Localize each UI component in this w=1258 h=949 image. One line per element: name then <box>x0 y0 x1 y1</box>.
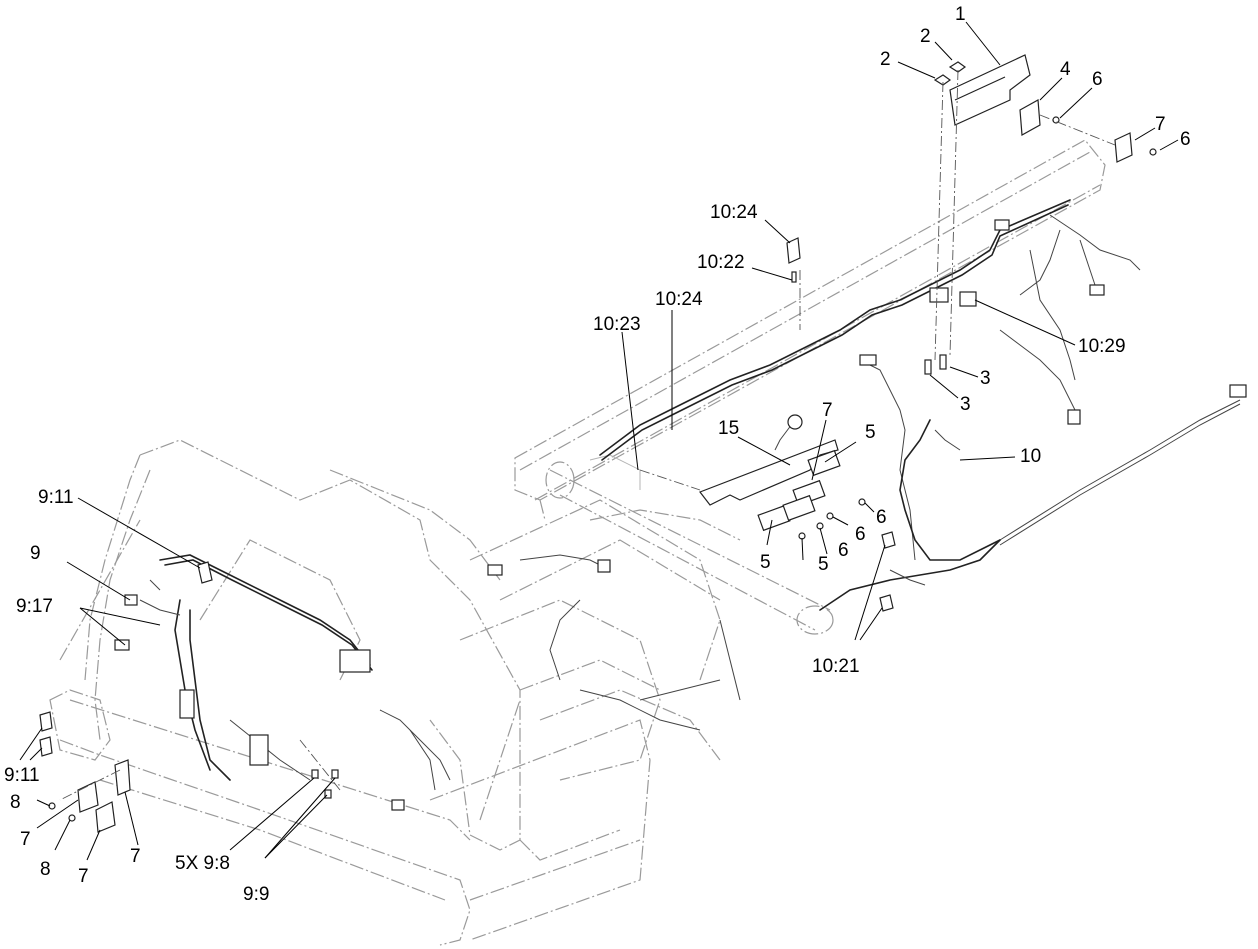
callout-2: 2 <box>920 26 931 47</box>
main-wire-harness <box>139 199 1241 791</box>
fuse-part <box>331 769 339 779</box>
fuse-part <box>311 769 319 779</box>
callout-10-21: 10:21 <box>812 656 860 677</box>
callout-10-24: 10:24 <box>655 289 703 310</box>
callout-6: 6 <box>1092 69 1103 90</box>
callout-15: 15 <box>718 418 739 439</box>
callout-10: 10 <box>1020 446 1041 467</box>
callout-7: 7 <box>822 400 833 421</box>
callout-labels: 1 2 2 4 6 7 6 10:24 10:22 10:24 10:23 10… <box>4 4 1191 905</box>
callout-6: 6 <box>855 524 866 545</box>
clip-part <box>114 759 131 796</box>
connector-part <box>1019 99 1041 136</box>
clip-part <box>77 781 99 813</box>
callout-5: 5 <box>865 422 876 443</box>
callout-9: 9 <box>30 543 41 564</box>
relay-part <box>782 494 816 522</box>
parts <box>39 54 1247 833</box>
fuse-part <box>197 561 213 584</box>
callout-6: 6 <box>1180 129 1191 150</box>
callout-5: 5 <box>818 554 829 575</box>
fuse-part <box>324 789 332 799</box>
callout-9-17: 9:17 <box>16 596 53 617</box>
callout-6: 6 <box>876 507 887 528</box>
callout-7: 7 <box>20 829 31 850</box>
callout-10-23: 10:23 <box>593 314 641 335</box>
relay-part <box>959 291 977 307</box>
clip-part <box>1114 132 1133 163</box>
bracket-part <box>699 439 839 506</box>
callout-10-24: 10:24 <box>710 202 758 223</box>
callout-3: 3 <box>980 368 991 389</box>
leader-lines <box>19 21 1179 861</box>
grommet-part <box>879 594 894 612</box>
callout-2: 2 <box>880 49 891 70</box>
callout-8: 8 <box>40 859 51 880</box>
grommet-part <box>881 531 896 549</box>
callout-9-11: 9:11 <box>38 487 74 508</box>
bolt-part <box>924 359 932 375</box>
callout-9-11: 9:11 <box>4 765 40 786</box>
connector-part <box>39 711 53 732</box>
callout-8: 8 <box>10 792 21 813</box>
callout-3: 3 <box>960 394 971 415</box>
callout-7: 7 <box>130 846 141 867</box>
clip-part <box>786 237 801 264</box>
bolt-part <box>939 354 947 370</box>
callout-6: 6 <box>838 540 849 561</box>
callout-4: 4 <box>1060 59 1071 80</box>
chassis-frame <box>49 139 1106 946</box>
callout-9-9: 9:9 <box>243 884 269 905</box>
bracket-plate-part <box>949 54 1031 126</box>
relay-part <box>807 449 841 477</box>
nut-part <box>948 61 967 73</box>
callout-7: 7 <box>1155 114 1166 135</box>
callout-1: 1 <box>955 4 966 25</box>
callout-10-22: 10:22 <box>697 252 745 273</box>
callout-10-29: 10:29 <box>1078 336 1126 357</box>
connector-part <box>39 736 53 757</box>
callout-5: 5 <box>760 552 771 573</box>
callout-5x-9-8: 5X 9:8 <box>175 853 230 874</box>
callout-7: 7 <box>78 866 89 887</box>
clip-part <box>95 801 116 833</box>
explode-axes <box>59 69 1116 801</box>
nut-part <box>933 74 952 86</box>
